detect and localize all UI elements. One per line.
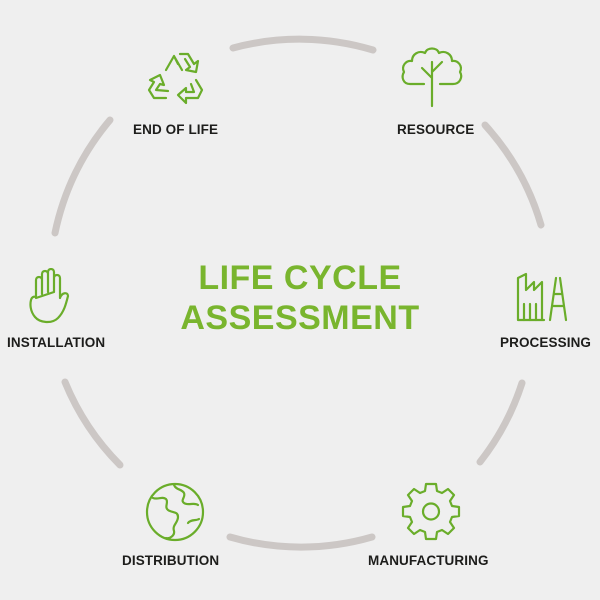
factory-icon [516, 272, 568, 322]
recycle-icon [147, 52, 204, 105]
globe-icon [145, 482, 205, 542]
tree-icon [401, 47, 463, 108]
ring-arc-bottom [226, 533, 376, 551]
center-title-line2: ASSESSMENT [180, 299, 420, 337]
ring-arc-upper-right [481, 121, 545, 229]
ring-arc-lower-right [476, 379, 526, 466]
hand-icon [29, 268, 70, 324]
stage-installation-label: INSTALLATION [7, 335, 106, 350]
stage-processing-label: PROCESSING [500, 335, 592, 350]
stage-distribution-label: DISTRIBUTION [122, 553, 220, 568]
stage-end-of-life-label: END OF LIFE [133, 122, 219, 137]
stage-manufacturing-label: MANUFACTURING [368, 553, 489, 568]
ring-arc-upper-left [51, 116, 114, 237]
gear-icon [401, 482, 461, 541]
center-title: LIFE CYCLE ASSESSMENT [0, 258, 600, 338]
center-title-line1: LIFE CYCLE [198, 259, 402, 297]
stage-resource-label: RESOURCE [397, 122, 475, 137]
ring-arc-top [229, 35, 377, 54]
ring-arc-lower-left [61, 378, 124, 469]
